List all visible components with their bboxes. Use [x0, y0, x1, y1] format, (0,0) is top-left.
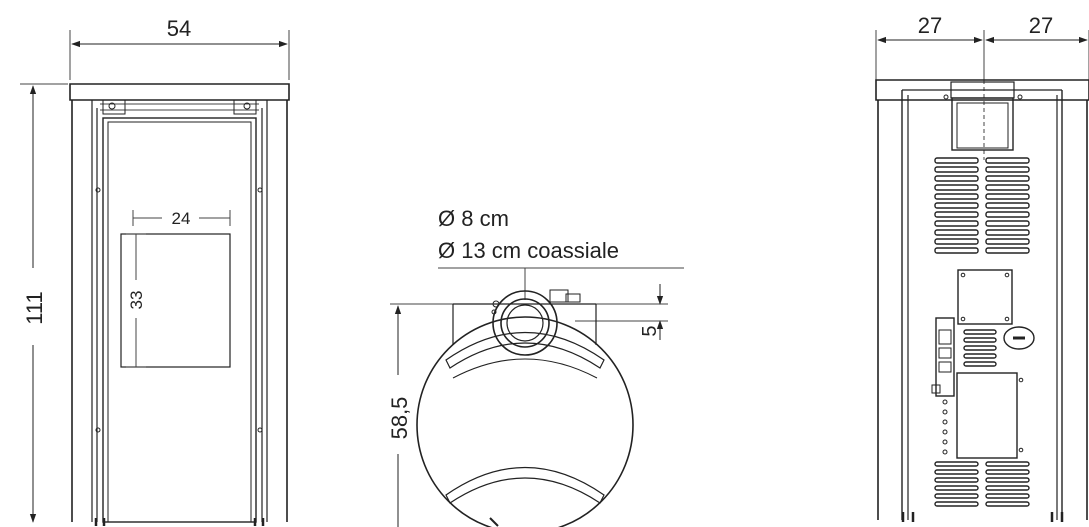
offset-label: 5	[639, 325, 661, 336]
rear-cover-plate	[956, 372, 1018, 459]
rear-width-dimension: 27 27	[875, 13, 1089, 160]
top-stove-body	[416, 289, 634, 527]
depth-label: 58,5	[387, 397, 412, 440]
top-view: Ø 8 cm Ø 13 cm coassiale 58,5 5	[387, 206, 684, 527]
rear-stove-body	[875, 79, 1089, 522]
flue-label-1: Ø 8 cm	[438, 206, 509, 231]
control-panel-strip	[931, 317, 955, 455]
side-vent-grille	[963, 329, 997, 367]
offset-dimension: 5	[575, 284, 668, 340]
front-width-dimension: 54	[69, 16, 290, 80]
front-height-dimension: 111	[20, 83, 68, 523]
window-width-label: 24	[172, 209, 191, 228]
rear-left-half-label: 27	[918, 13, 942, 38]
lower-vent-grille	[934, 461, 1030, 507]
front-width-label: 54	[167, 16, 191, 41]
rear-view: 27 27	[875, 13, 1089, 522]
front-view: 54 111	[20, 16, 290, 526]
flue-label-2: Ø 13 cm coassiale	[438, 238, 619, 263]
front-height-label: 111	[22, 291, 47, 324]
front-window: 24 33	[120, 209, 231, 368]
air-intake-cap	[1003, 326, 1035, 350]
upper-vent-grille	[934, 157, 1030, 254]
window-height-label: 33	[127, 291, 146, 310]
front-stove-body	[69, 83, 290, 526]
rear-access-panel	[957, 269, 1013, 325]
rear-right-half-label: 27	[1029, 13, 1053, 38]
